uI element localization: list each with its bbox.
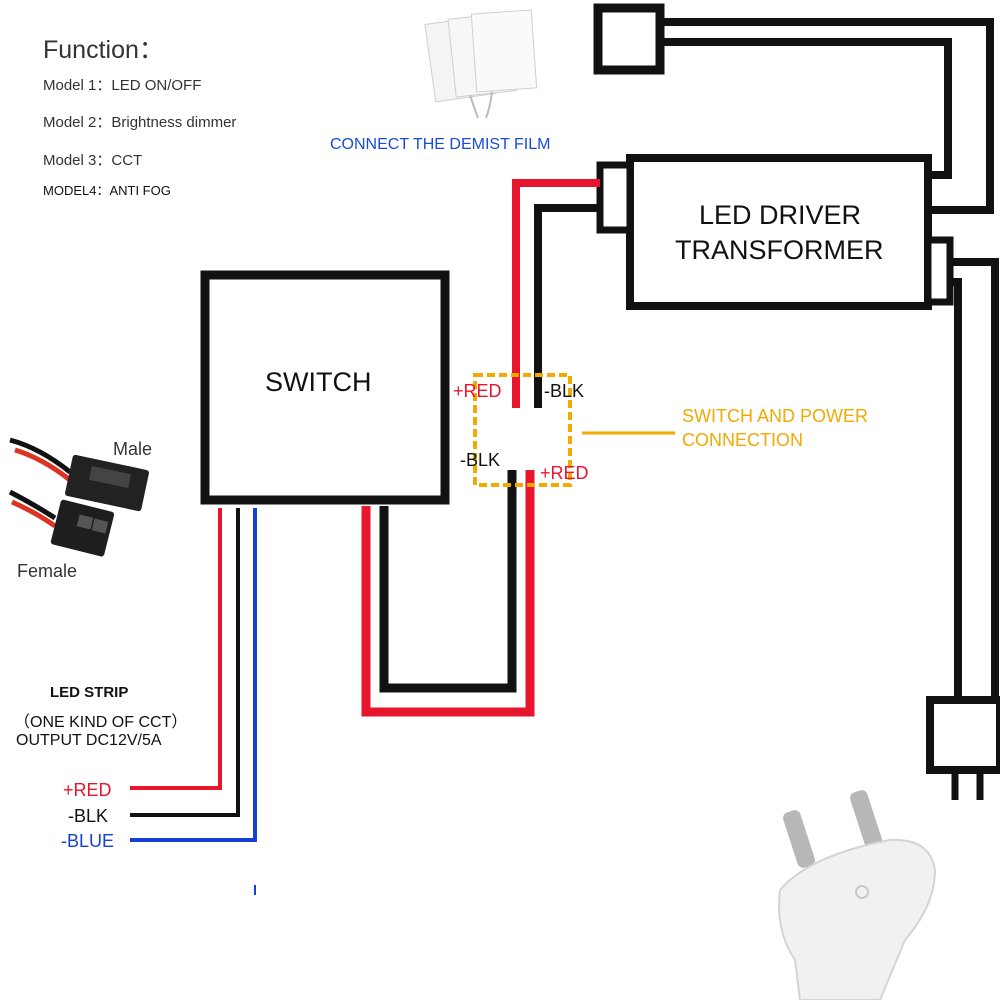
strip-blue-wire (130, 508, 257, 842)
conn-top-blk-label: -BLK (544, 381, 585, 401)
function-model4: MODEL4：ANTI FOG (43, 183, 171, 198)
conn-bottom-blk-label: -BLK (460, 450, 501, 470)
switch-red-loop (361, 470, 535, 717)
led-strip-blue-label: -BLUE (61, 831, 115, 851)
strip-red-wire (130, 508, 222, 790)
demist-label: CONNECT THE DEMIST FILM (330, 136, 551, 153)
demist-wire-upper (660, 18, 994, 214)
conn-bottom-red-label: +RED (540, 463, 589, 483)
led-strip-red-label: +RED (63, 780, 112, 800)
driver-right-cap (924, 236, 954, 306)
female-label: Female (17, 561, 78, 581)
switch-label: SWITCH (265, 367, 372, 397)
function-model1: Model 1：LED ON/OFF (43, 77, 202, 94)
conn-top-red-label: +RED (453, 381, 502, 401)
led-strip-subtitle: （ONE KIND OF CCT） (14, 714, 188, 731)
mains-plug-head (926, 696, 1000, 774)
driver-label-line1: LED DRIVER (699, 200, 862, 230)
led-strip-blk-label: -BLK (68, 806, 109, 826)
mains-wire-outer (950, 258, 999, 700)
driver-label-line2: TRANSFORMER (675, 235, 884, 265)
demist-film-image (424, 9, 538, 119)
male-label: Male (113, 439, 153, 459)
switch-box (200, 270, 450, 505)
led-strip-title: LED STRIP (50, 684, 129, 701)
function-title: Function： (43, 36, 164, 64)
switch-black-loop (379, 470, 517, 693)
connection-highlight-box (473, 373, 572, 487)
callout-line2: CONNECTION (682, 430, 803, 450)
mains-wire-inner (950, 278, 962, 700)
function-model2: Model 2：Brightness dimmer (43, 114, 237, 131)
driver-red-wire (512, 179, 600, 408)
driver-black-wire (534, 204, 600, 408)
eu-power-plug-image (778, 790, 937, 1000)
strip-black-wire (130, 508, 240, 817)
function-model3: Model 3：CCT (43, 152, 143, 169)
demist-wire-lower (660, 38, 952, 179)
male-connector-icon (9, 437, 149, 512)
driver-left-cap (596, 161, 634, 234)
callout-line1: SWITCH AND POWER (682, 406, 869, 426)
led-strip-output: OUTPUT DC12V/5A (16, 732, 162, 749)
demist-connector-plug (593, 3, 665, 75)
female-connector-icon (8, 489, 115, 557)
driver-box (626, 154, 932, 310)
